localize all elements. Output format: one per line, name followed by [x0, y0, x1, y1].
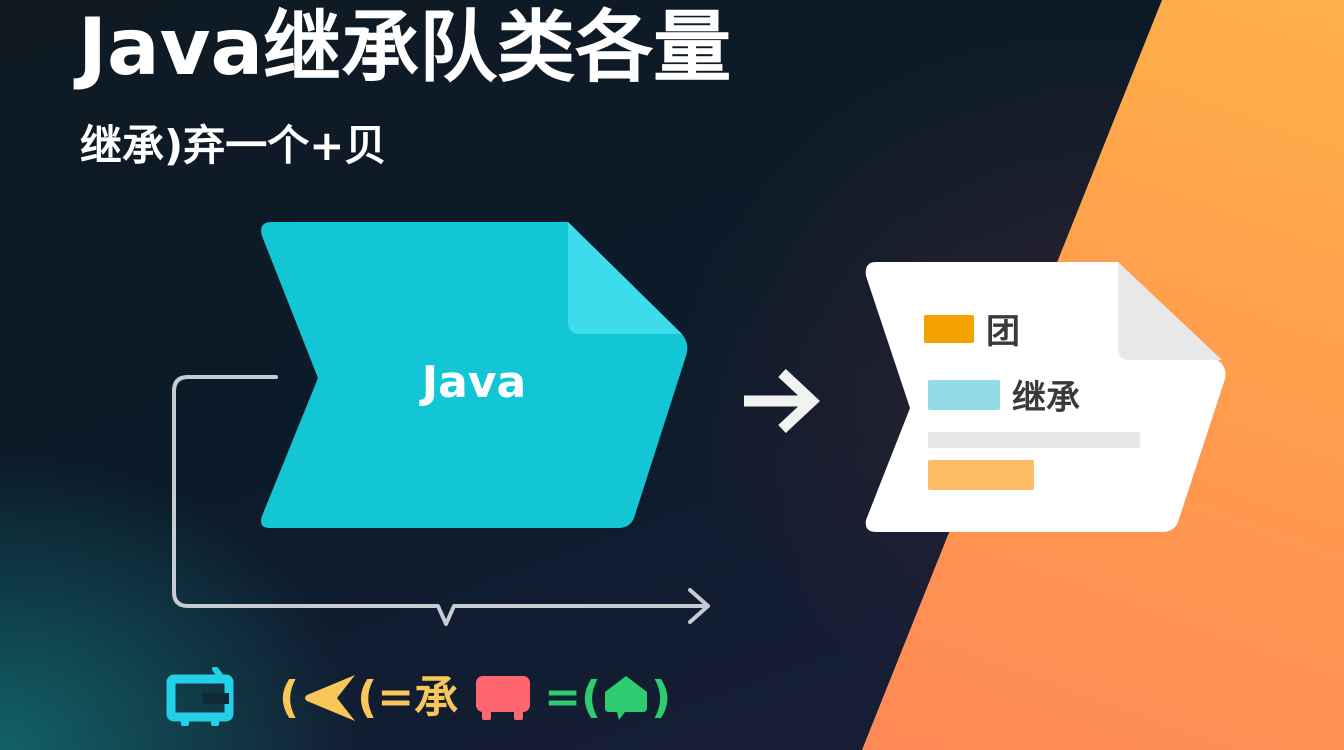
legend-paren-open: ( — [279, 672, 300, 723]
doc-row-3 — [928, 432, 1140, 448]
java-source-card: Java — [258, 222, 690, 528]
legend-inherit-text: (=承 — [357, 672, 459, 723]
light-orange-bar-icon — [928, 460, 1034, 490]
tv-icon — [166, 667, 234, 726]
file-chevron-shape-icon — [261, 222, 688, 528]
target-document-card: 团 继承 — [862, 262, 1228, 532]
doc-row-4 — [928, 460, 1034, 490]
chevron-left-icon — [305, 675, 356, 721]
red-block-icon — [476, 676, 531, 720]
cyan-swatch-icon — [928, 379, 1000, 410]
arrow-right-icon — [744, 368, 820, 434]
gray-bar-icon — [928, 432, 1140, 448]
page-title: Java继承队类各量 — [78, 3, 732, 93]
house-icon — [605, 676, 648, 720]
doc-row-1: 团 — [924, 304, 1020, 353]
doc-row-1-text: 团 — [986, 312, 1020, 352]
legend-bar: ( (=承 =( ) — [165, 667, 672, 728]
doc-row-2: 继承 — [928, 370, 1080, 419]
page-subtitle: 继承)弃一个+贝 — [80, 121, 387, 170]
legend-equals-text: =( — [544, 672, 602, 723]
orange-swatch-icon — [924, 314, 974, 343]
legend-paren-close: ) — [651, 672, 672, 723]
java-card-label: Java — [421, 357, 527, 408]
doc-row-2-text: 继承 — [1012, 378, 1080, 418]
